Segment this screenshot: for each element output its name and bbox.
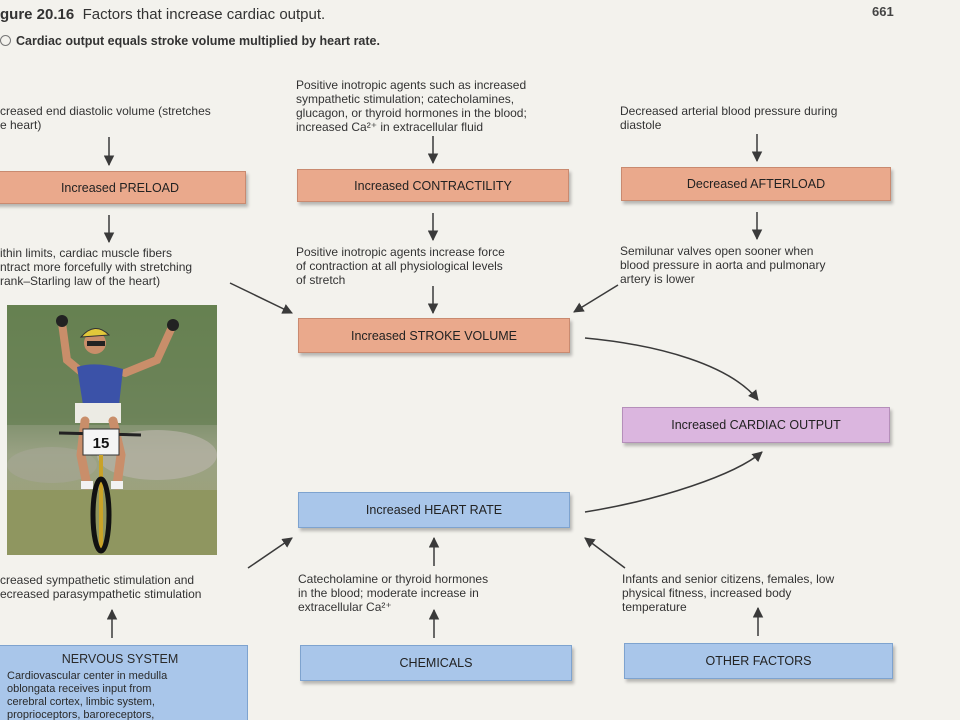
chemical-effect-text: Catecholamine or thyroid hormones in the… xyxy=(298,572,489,614)
arrow-hr-to-co xyxy=(584,451,763,513)
arrow-afterload-to-sv xyxy=(573,284,619,313)
caption-text: Cardiac output equals stroke volume mult… xyxy=(16,34,380,48)
chemicals-box: CHEMICALS xyxy=(300,645,572,681)
nervous-system-title: NERVOUS SYSTEM xyxy=(61,652,179,666)
afterload-cause-text: Decreased arterial blood pressure during… xyxy=(620,104,838,132)
figure-caption: Cardiac output equals stroke volume mult… xyxy=(0,34,380,48)
contractility-effect-text: Positive inotropic agents increase force… xyxy=(296,245,505,287)
stroke-volume-box: Increased STROKE VOLUME xyxy=(298,318,570,353)
nervous-system-description: Cardiovascular center in medulla oblonga… xyxy=(7,670,168,720)
arrow-sv-to-co xyxy=(584,337,759,401)
cyclist-photo: 15 xyxy=(7,305,217,555)
preload-effect-text: ithin limits, cardiac muscle fibers ntra… xyxy=(0,246,193,288)
caption-bullet-icon xyxy=(0,35,11,46)
bib-number: 15 xyxy=(93,435,110,452)
contractility-cause-text: Positive inotropic agents such as increa… xyxy=(296,78,527,134)
arrow-preload-to-sv xyxy=(229,282,293,314)
other-factors-box: OTHER FACTORS xyxy=(624,643,893,679)
figure-number: gure 20.16 xyxy=(0,6,75,23)
figure-title-text: Factors that increase cardiac output. xyxy=(82,6,326,23)
other-effect-text: Infants and senior citizens, females, lo… xyxy=(622,572,835,614)
preload-box: Increased PRELOAD xyxy=(0,171,246,204)
arrow-other-to-hr xyxy=(584,537,626,569)
page-number: 661 xyxy=(872,4,894,19)
nervous-effect-text: creased sympathetic stimulation and ecre… xyxy=(0,573,202,601)
afterload-box: Decreased AFTERLOAD xyxy=(621,167,891,201)
cardiac-output-box: Increased CARDIAC OUTPUT xyxy=(622,407,890,443)
arrow-nervous-to-hr xyxy=(247,537,293,569)
figure-title: gure 20.16 Factors that increase cardiac… xyxy=(0,6,325,23)
contractility-box: Increased CONTRACTILITY xyxy=(297,169,569,202)
nervous-system-box: NERVOUS SYSTEM Cardiovascular center in … xyxy=(0,645,248,720)
heart-rate-box: Increased HEART RATE xyxy=(298,492,570,528)
preload-cause-text: creased end diastolic volume (stretches … xyxy=(0,104,211,132)
afterload-effect-text: Semilunar valves open sooner when blood … xyxy=(620,244,826,286)
